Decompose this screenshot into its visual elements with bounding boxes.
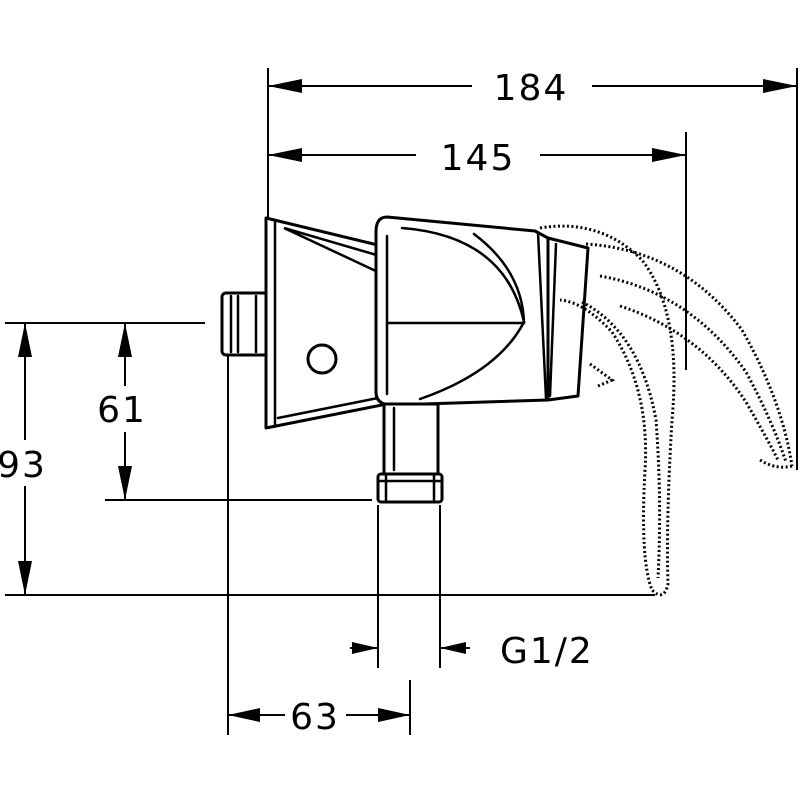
handle-collar-band <box>548 242 558 398</box>
dimension-thread-size: G1/2 <box>350 631 594 672</box>
lever-handle-raised-outline <box>599 274 788 463</box>
dimension-overall-width: 184 <box>268 68 797 109</box>
lever-handle-raised-outline <box>759 458 793 469</box>
mixer-body-contour <box>400 226 526 324</box>
arrowhead-left <box>228 708 260 722</box>
handle-collar <box>546 236 590 402</box>
mixer-body-contour <box>472 232 526 324</box>
dimension-handle-height: 93 <box>0 323 47 595</box>
lever-handle-raised-outline <box>585 242 794 467</box>
outlet-pipe <box>382 402 440 476</box>
dimension-label-outlet-height: 61 <box>97 390 147 431</box>
dimension-label-overall-width: 184 <box>494 68 569 109</box>
dimension-outlet-height: 61 <box>97 323 147 500</box>
outlet <box>376 402 444 504</box>
wall-cover-outline <box>264 216 384 430</box>
dimension-outlet-offset: 63 <box>228 697 410 738</box>
arrowhead-right <box>763 79 797 93</box>
lever-handle-lowered-outline <box>539 224 676 597</box>
arrowhead-right <box>352 642 378 654</box>
arrowhead-left <box>440 642 466 654</box>
arrowhead-down <box>18 561 32 595</box>
arrowhead-left <box>268 148 302 162</box>
dimension-body-width: 145 <box>268 138 686 179</box>
faucet <box>220 215 794 597</box>
arrowhead-right <box>378 708 410 722</box>
wall-cover <box>264 216 384 430</box>
wall-cover-lower-edge <box>276 396 380 420</box>
lever-handle-lowered-inner <box>581 300 662 579</box>
handle-collar-outline <box>546 236 590 402</box>
arrowhead-right <box>652 148 686 162</box>
mixer-body-right-edge <box>536 231 548 400</box>
outlet-thread-nut <box>376 472 444 504</box>
dimension-label-handle-height: 93 <box>0 445 47 486</box>
extension-lines <box>5 68 798 735</box>
lever-handle-phantom <box>539 224 794 597</box>
lever-handle-raised-outline <box>619 304 780 461</box>
arrowhead-up <box>118 323 132 357</box>
inlet-nipple <box>220 291 270 357</box>
arrowhead-up <box>18 323 32 357</box>
mixer-body <box>374 215 550 407</box>
dimension-label-thread-size: G1/2 <box>500 631 594 672</box>
mounting-screw-hole <box>306 343 338 375</box>
mixer-body-contour <box>418 320 526 401</box>
lever-handle-pivot-mark <box>589 362 616 388</box>
dimension-label-outlet-offset: 63 <box>290 697 340 738</box>
dimension-label-body-width: 145 <box>441 138 516 179</box>
arrowhead-left <box>268 79 302 93</box>
inlet-nipple-outline <box>220 291 270 357</box>
arrowhead-down <box>118 466 132 500</box>
